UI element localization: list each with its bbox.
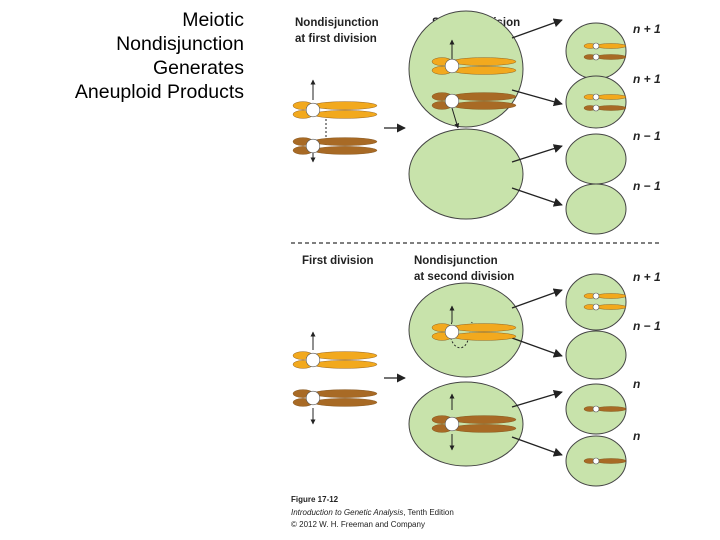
- chromosome-gamete-top-1-dark-long-arm: [595, 54, 627, 60]
- label-nondisjunction-first-line1: Nondisjunction: [295, 17, 379, 29]
- chromosome-top-cell-dark-chromatid-1-long-arm: [451, 92, 517, 101]
- chromosome-bottom-parent-dark-homolog-chromatid-1-long-arm: [312, 389, 378, 398]
- chromosome-gamete-top-2-dark-centromere: [592, 104, 600, 112]
- chromosome-top-parent-dark-homolog-centromere: [305, 138, 321, 154]
- chromosome-bottom-cell-dark-chromatid-1-long-arm: [451, 415, 517, 424]
- gamete-top-4: [565, 183, 627, 235]
- gamete-top-3: [565, 133, 627, 185]
- chromosome-gamete-top-2-light-centromere: [592, 93, 600, 101]
- outcome-bottom-2: n − 1: [633, 319, 661, 333]
- chromosome-gamete-bottom-1-light-b-centromere: [592, 303, 600, 311]
- chromosome-gamete-top-2-light-long-arm: [595, 94, 627, 100]
- chromosome-bottom-cell-light-chromatid-1-long-arm: [451, 323, 517, 332]
- chromosome-bottom-cell-dark-chromatid-2-long-arm: [451, 424, 517, 433]
- outcome-top-1: n + 1: [633, 22, 661, 36]
- arrow-to-gamete-top-1: [511, 18, 563, 39]
- cell-top-lower: [408, 128, 524, 220]
- chromosome-bottom-parent-dark-homolog-chromatid-2-long-arm: [312, 398, 378, 407]
- chromosome-top-parent-dark-homolog-chromatid-2-long-arm: [312, 146, 378, 155]
- gamete-bottom-2: [565, 330, 627, 380]
- caption-edition: , Tenth Edition: [403, 508, 454, 517]
- outcome-bottom-4: n: [633, 429, 640, 443]
- chromosome-top-cell-dark-centromere: [444, 93, 460, 109]
- label-nondisjunction-first-line2: at first division: [295, 33, 377, 45]
- chromosome-gamete-top-2-dark-long-arm: [595, 105, 627, 111]
- arrow-to-gamete-bottom-4: [511, 436, 563, 457]
- label-nondisjunction-second-line2: at second division: [414, 271, 514, 283]
- chromosome-bottom-parent-light-homolog-centromere: [305, 352, 321, 368]
- chromosome-top-cell-dark-chromatid-2-long-arm: [451, 101, 517, 110]
- chromosome-top-cell-light-chromatid-1-long-arm: [451, 57, 517, 66]
- chromosome-gamete-top-1-light-centromere: [592, 42, 600, 50]
- caption-book-title: Introduction to Genetic Analysis: [291, 508, 403, 517]
- caption-copyright: © 2012 W. H. Freeman and Company: [291, 520, 425, 529]
- outcome-top-3: n − 1: [633, 129, 661, 143]
- chromosome-bottom-parent-light-homolog-chromatid-1-long-arm: [312, 351, 378, 360]
- chromosome-top-parent-light-homolog-chromatid-2-long-arm: [312, 110, 378, 119]
- arrow-to-gamete-bottom-3: [511, 389, 563, 408]
- chromosome-gamete-bottom-1-light-b-long-arm: [595, 304, 627, 310]
- chromosome-top-cell-light-chromatid-2-long-arm: [451, 66, 517, 75]
- arrow-to-gamete-bottom-2: [511, 337, 563, 358]
- chromosome-gamete-top-1-light-long-arm: [595, 43, 627, 49]
- chromosome-gamete-bottom-3-dark-long-arm: [595, 406, 627, 412]
- label-first-division: First division: [302, 255, 374, 267]
- chromosome-gamete-bottom-4-dark-centromere: [592, 457, 600, 465]
- outcome-bottom-3: n: [633, 377, 640, 391]
- gamete-top-2: [565, 75, 627, 129]
- arrow-to-gamete-bottom-1: [511, 288, 563, 309]
- outcome-top-4: n − 1: [633, 179, 661, 193]
- chromosome-gamete-bottom-1-light-a-long-arm: [595, 293, 627, 299]
- chromosome-top-parent-dark-homolog-chromatid-1-long-arm: [312, 137, 378, 146]
- outcome-bottom-1: n + 1: [633, 270, 661, 284]
- gamete-bottom-1: [565, 273, 627, 331]
- chromosome-bottom-cell-dark-centromere: [444, 416, 460, 432]
- chromosome-bottom-cell-light-chromatid-2-long-arm: [451, 332, 517, 341]
- label-nondisjunction-second-line1: Nondisjunction: [414, 255, 498, 267]
- chromosome-gamete-bottom-4-dark-long-arm: [595, 458, 627, 464]
- spindle-arrow-top-cell-down: [451, 107, 460, 129]
- cell-bottom-lower: [408, 381, 524, 467]
- caption-figure-number: Figure 17-12: [291, 495, 339, 504]
- gamete-top-1: [565, 22, 627, 80]
- chromosome-bottom-parent-light-homolog-chromatid-2-long-arm: [312, 360, 378, 369]
- slide-title: Meiotic Nondisjunction Generates Aneuplo…: [74, 9, 244, 103]
- chromosome-bottom-cell-light-centromere: [444, 324, 460, 340]
- caption-book-line: Introduction to Genetic Analysis, Tenth …: [291, 508, 454, 517]
- outcome-top-2: n + 1: [633, 72, 661, 86]
- chromosome-bottom-parent-dark-homolog-centromere: [305, 390, 321, 406]
- arrow-to-gamete-top-2: [511, 89, 563, 107]
- chromosome-top-cell-light-centromere: [444, 58, 460, 74]
- arrow-to-gamete-top-3: [511, 144, 563, 163]
- arrow-to-gamete-top-4: [511, 187, 563, 207]
- chromosome-gamete-bottom-1-light-a-centromere: [592, 292, 600, 300]
- chromosome-gamete-bottom-3-dark-centromere: [592, 405, 600, 413]
- chromosome-gamete-top-1-dark-centromere: [592, 53, 600, 61]
- chromosome-top-parent-light-homolog-chromatid-1-long-arm: [312, 101, 378, 110]
- chromosome-top-parent-light-homolog-centromere: [305, 102, 321, 118]
